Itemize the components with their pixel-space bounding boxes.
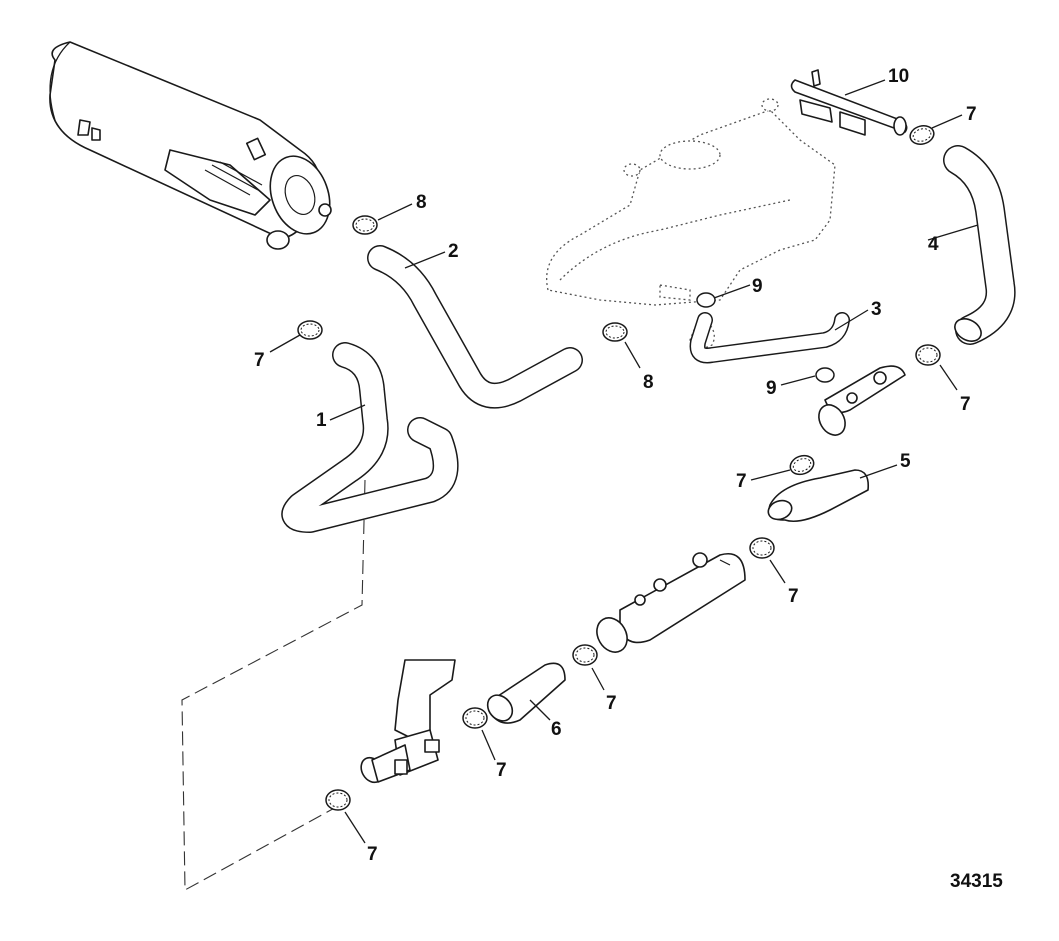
callout-1: 1 [316, 410, 327, 431]
callout-9: 9 [766, 378, 777, 399]
clamp-8-top [352, 215, 378, 235]
callout-7: 7 [254, 350, 265, 371]
water-tube-part-10 [790, 69, 908, 136]
hose-part-3 [689, 312, 850, 364]
hose-part-4 [943, 145, 1016, 345]
callout-5: 5 [900, 451, 911, 472]
callout-6: 6 [551, 719, 562, 740]
callout-8: 8 [416, 192, 427, 213]
tee-fitting [818, 365, 906, 436]
callout-labels: 10 7 8 2 4 9 3 7 8 9 7 1 7 5 7 7 6 7 7 [254, 66, 977, 865]
callout-7: 7 [496, 760, 507, 781]
exhaust-manifold [546, 98, 836, 349]
clamp-7-center [789, 454, 815, 476]
callout-7: 7 [736, 471, 747, 492]
callout-3: 3 [871, 299, 882, 320]
hose-part-6 [486, 662, 566, 724]
clamp-9-top [696, 292, 716, 308]
clamp-7-top-right [909, 125, 935, 145]
callout-7: 7 [960, 394, 971, 415]
callout-8: 8 [643, 372, 654, 393]
callout-7: 7 [367, 844, 378, 865]
hose-part-1 [281, 342, 459, 533]
callout-leader-lines [269, 79, 979, 844]
callout-10: 10 [888, 66, 909, 87]
heat-exchanger [49, 41, 332, 250]
clamp-8-mid [602, 322, 628, 342]
hose-part-2 [367, 245, 583, 409]
clamp-7-right-mid [915, 344, 941, 366]
callout-7: 7 [788, 586, 799, 607]
callout-7: 7 [606, 693, 617, 714]
clamp-9-mid [815, 367, 835, 383]
hose-clamps [297, 125, 941, 811]
clamp-7-right-low [749, 537, 775, 559]
figure-number: 34315 [950, 871, 1003, 892]
drain-valve-assembly [360, 659, 456, 784]
clamp-7-left [297, 320, 323, 340]
clamp-7-mid-low [572, 644, 598, 666]
hose-part-5 [767, 469, 870, 523]
callout-4: 4 [928, 234, 939, 255]
callout-9: 9 [752, 276, 763, 297]
callout-7: 7 [966, 104, 977, 125]
callout-2: 2 [448, 241, 459, 262]
fuel-cooler [596, 552, 746, 653]
clamp-7-bottom-center [462, 707, 488, 729]
clamp-7-bottom-left [325, 789, 351, 811]
